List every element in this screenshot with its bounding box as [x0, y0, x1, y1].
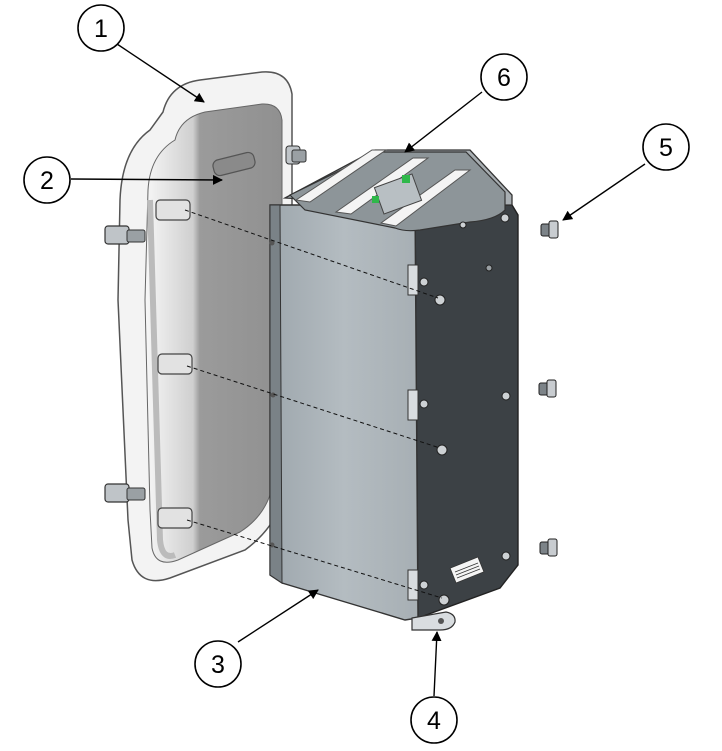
leader-lines [70, 43, 646, 697]
leader-2 [70, 174, 223, 185]
screw-top [540, 220, 559, 239]
mounting-bracket-tab [411, 611, 456, 631]
cover-mounting-studs [104, 145, 307, 503]
callout-4-label: 4 [427, 707, 441, 735]
leader-6 [404, 91, 483, 153]
callout-4: 4 [410, 696, 458, 744]
leader-1 [116, 43, 205, 103]
mounting-bracket-hole [438, 618, 444, 624]
callout-2: 2 [23, 156, 71, 204]
cover-handle-slot [212, 151, 256, 177]
callout-6-label: 6 [497, 64, 511, 92]
assembly-dashed-lines [184, 209, 443, 599]
leader-3 [237, 589, 319, 643]
loose-screws [538, 220, 559, 557]
callout-2-label: 2 [40, 167, 54, 195]
cover [104, 71, 307, 582]
box-hinge-brackets [407, 264, 419, 601]
box-bolts [269, 213, 511, 606]
top-green-indicator-b [372, 196, 379, 203]
box-front-flange [269, 204, 283, 584]
leader-4 [431, 631, 442, 697]
cover-gasket-rim [147, 199, 177, 559]
screw-middle [538, 379, 557, 398]
top-green-indicator-a [402, 175, 410, 183]
callout-1: 1 [77, 4, 125, 52]
box-front-panel [269, 204, 419, 621]
callout-3-label: 3 [211, 651, 225, 679]
enclosure-box [269, 149, 519, 631]
box-label-plate [449, 556, 485, 584]
leader-5 [562, 163, 646, 221]
cover-hinge-tabs [155, 199, 193, 529]
callout-3: 3 [194, 640, 242, 688]
screw-bottom [539, 538, 558, 557]
callout-5-label: 5 [659, 134, 673, 162]
cover-inner-panel [144, 103, 283, 563]
top-connector-module [373, 173, 423, 215]
callout-1-label: 1 [94, 15, 108, 43]
callout-6: 6 [480, 53, 528, 101]
callout-5: 5 [642, 123, 690, 171]
